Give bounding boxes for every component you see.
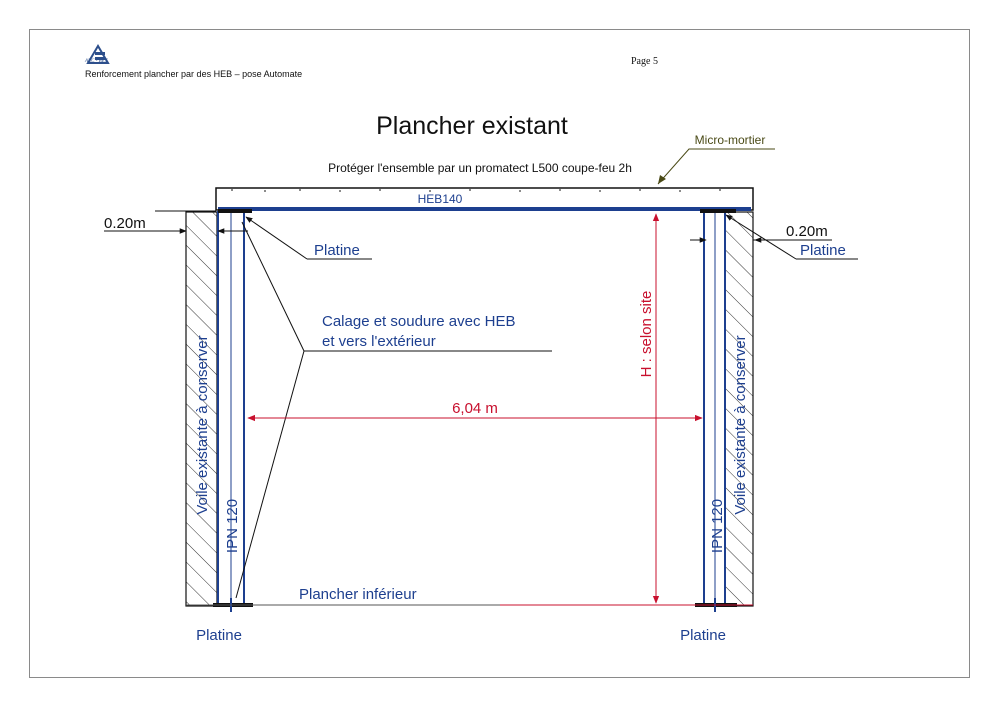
label-wall-right: Voile existante à conserver: [732, 335, 749, 514]
page-number: Page 5: [631, 56, 658, 67]
label-micro-mortier: Micro-mortier: [695, 133, 766, 147]
label-platine-top-right: Platine: [800, 242, 846, 259]
dim-right-label: 0.20m: [786, 223, 828, 240]
label-heb140: HEB140: [418, 192, 463, 206]
leader-micro-mortier: [657, 148, 775, 185]
dim-left-label: 0.20m: [104, 215, 146, 232]
leader-platine-top-left: [245, 216, 308, 260]
page-frame: [29, 29, 970, 678]
leader-calage-top: [241, 221, 305, 352]
heb140-beam: [218, 207, 751, 211]
floor-slab: [215, 187, 754, 211]
company-logo-icon: [86, 44, 110, 64]
arrow-micro-mortier: [658, 175, 666, 184]
top-plate-left: [218, 209, 252, 213]
label-wall-left: Voile existante à conserver: [194, 335, 211, 514]
header-subtitle: Renforcement plancher par des HEB – pose…: [85, 69, 303, 79]
diagram-title: Plancher existant: [376, 112, 568, 140]
label-calage-line2: et vers l'extérieur: [322, 333, 436, 350]
top-plate-right: [700, 209, 736, 213]
leader-calage-bottom: [235, 350, 305, 599]
label-platine-bottom-right: Platine: [680, 627, 726, 644]
logo-caption: AEC - BET: [85, 59, 108, 64]
label-ipn-left: IPN 120: [224, 499, 241, 553]
note-protection: Protéger l'ensemble par un promatect L50…: [328, 161, 632, 175]
label-platine-bottom-left: Platine: [196, 627, 242, 644]
label-platine-top-left: Platine: [314, 242, 360, 259]
leader-platine-top-right: [725, 214, 797, 260]
label-calage-line1: Calage et soudure avec HEB: [322, 313, 515, 330]
dim-span-label: 6,04 m: [452, 400, 498, 417]
slab-texture: [231, 189, 721, 192]
right-wall: [724, 211, 754, 607]
label-ipn-right: IPN 120: [709, 499, 726, 553]
dim-height-label: H : selon site: [638, 291, 655, 378]
label-plancher-inferieur: Plancher inférieur: [299, 586, 417, 603]
